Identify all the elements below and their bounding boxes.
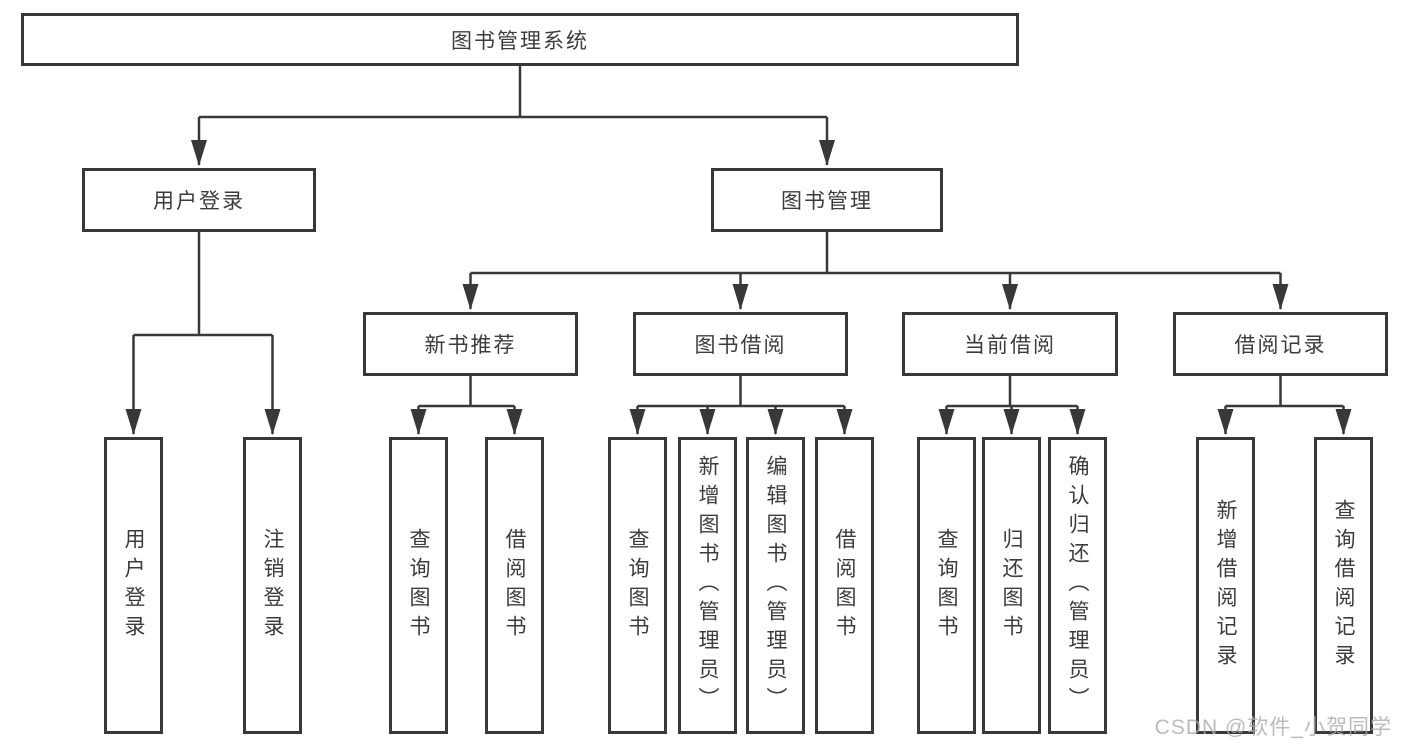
node-label: 借阅图书 (503, 527, 526, 644)
node-label: 用户登录 (122, 527, 145, 644)
node-new-book-recommendation: 新书推荐 (363, 312, 578, 376)
leaf-add-borrow-record: 新增借阅记录 (1196, 437, 1255, 734)
leaf-borrow-books: 借阅图书 (815, 437, 874, 734)
csdn-watermark: CSDN @软件_小贺同学 (1154, 716, 1392, 739)
leaf-query-borrow-record: 查询借阅记录 (1314, 437, 1373, 734)
node-user-login: 用户登录 (82, 168, 316, 232)
leaf-return-books: 归还图书 (982, 437, 1041, 734)
node-book-borrowing: 图书借阅 (633, 312, 848, 376)
node-label: 新增图书（管理员） (696, 455, 719, 716)
node-label: 借阅记录 (1234, 334, 1327, 357)
node-label: 借阅图书 (833, 527, 856, 644)
leaf-edit-book-admin: 编辑图书（管理员） (746, 437, 805, 734)
leaf-query-books-borrowing: 查询图书 (608, 437, 667, 734)
leaf-add-book-admin: 新增图书（管理员） (678, 437, 737, 734)
leaf-borrow-books-recommend: 借阅图书 (485, 437, 544, 734)
node-label: 确认归还（管理员） (1066, 455, 1089, 716)
leaf-query-books-current: 查询图书 (917, 437, 976, 734)
node-label: 图书借阅 (694, 334, 787, 357)
node-label: 查询借阅记录 (1332, 498, 1355, 673)
node-label: 注销登录 (261, 527, 284, 644)
node-label: 查询图书 (407, 527, 430, 644)
node-label: 图书管理 (781, 190, 873, 213)
node-label: 新书推荐 (424, 334, 517, 357)
node-current-borrowing: 当前借阅 (902, 312, 1118, 376)
leaf-user-login: 用户登录 (104, 437, 163, 734)
node-borrowing-records: 借阅记录 (1173, 312, 1388, 376)
leaf-logout: 注销登录 (243, 437, 302, 734)
node-label: 查询图书 (935, 527, 958, 644)
node-label: 编辑图书（管理员） (764, 455, 787, 716)
node-label: 用户登录 (153, 190, 245, 213)
leaf-query-books-recommend: 查询图书 (389, 437, 448, 734)
node-label: 图书管理系统 (451, 29, 589, 53)
node-library-management-system: 图书管理系统 (21, 13, 1019, 66)
leaf-confirm-return-admin: 确认归还（管理员） (1048, 437, 1107, 734)
node-book-management: 图书管理 (711, 168, 943, 232)
node-label: 当前借阅 (964, 334, 1056, 357)
node-label: 查询图书 (626, 527, 649, 644)
node-label: 归还图书 (1000, 527, 1023, 644)
node-label: 新增借阅记录 (1214, 498, 1237, 673)
